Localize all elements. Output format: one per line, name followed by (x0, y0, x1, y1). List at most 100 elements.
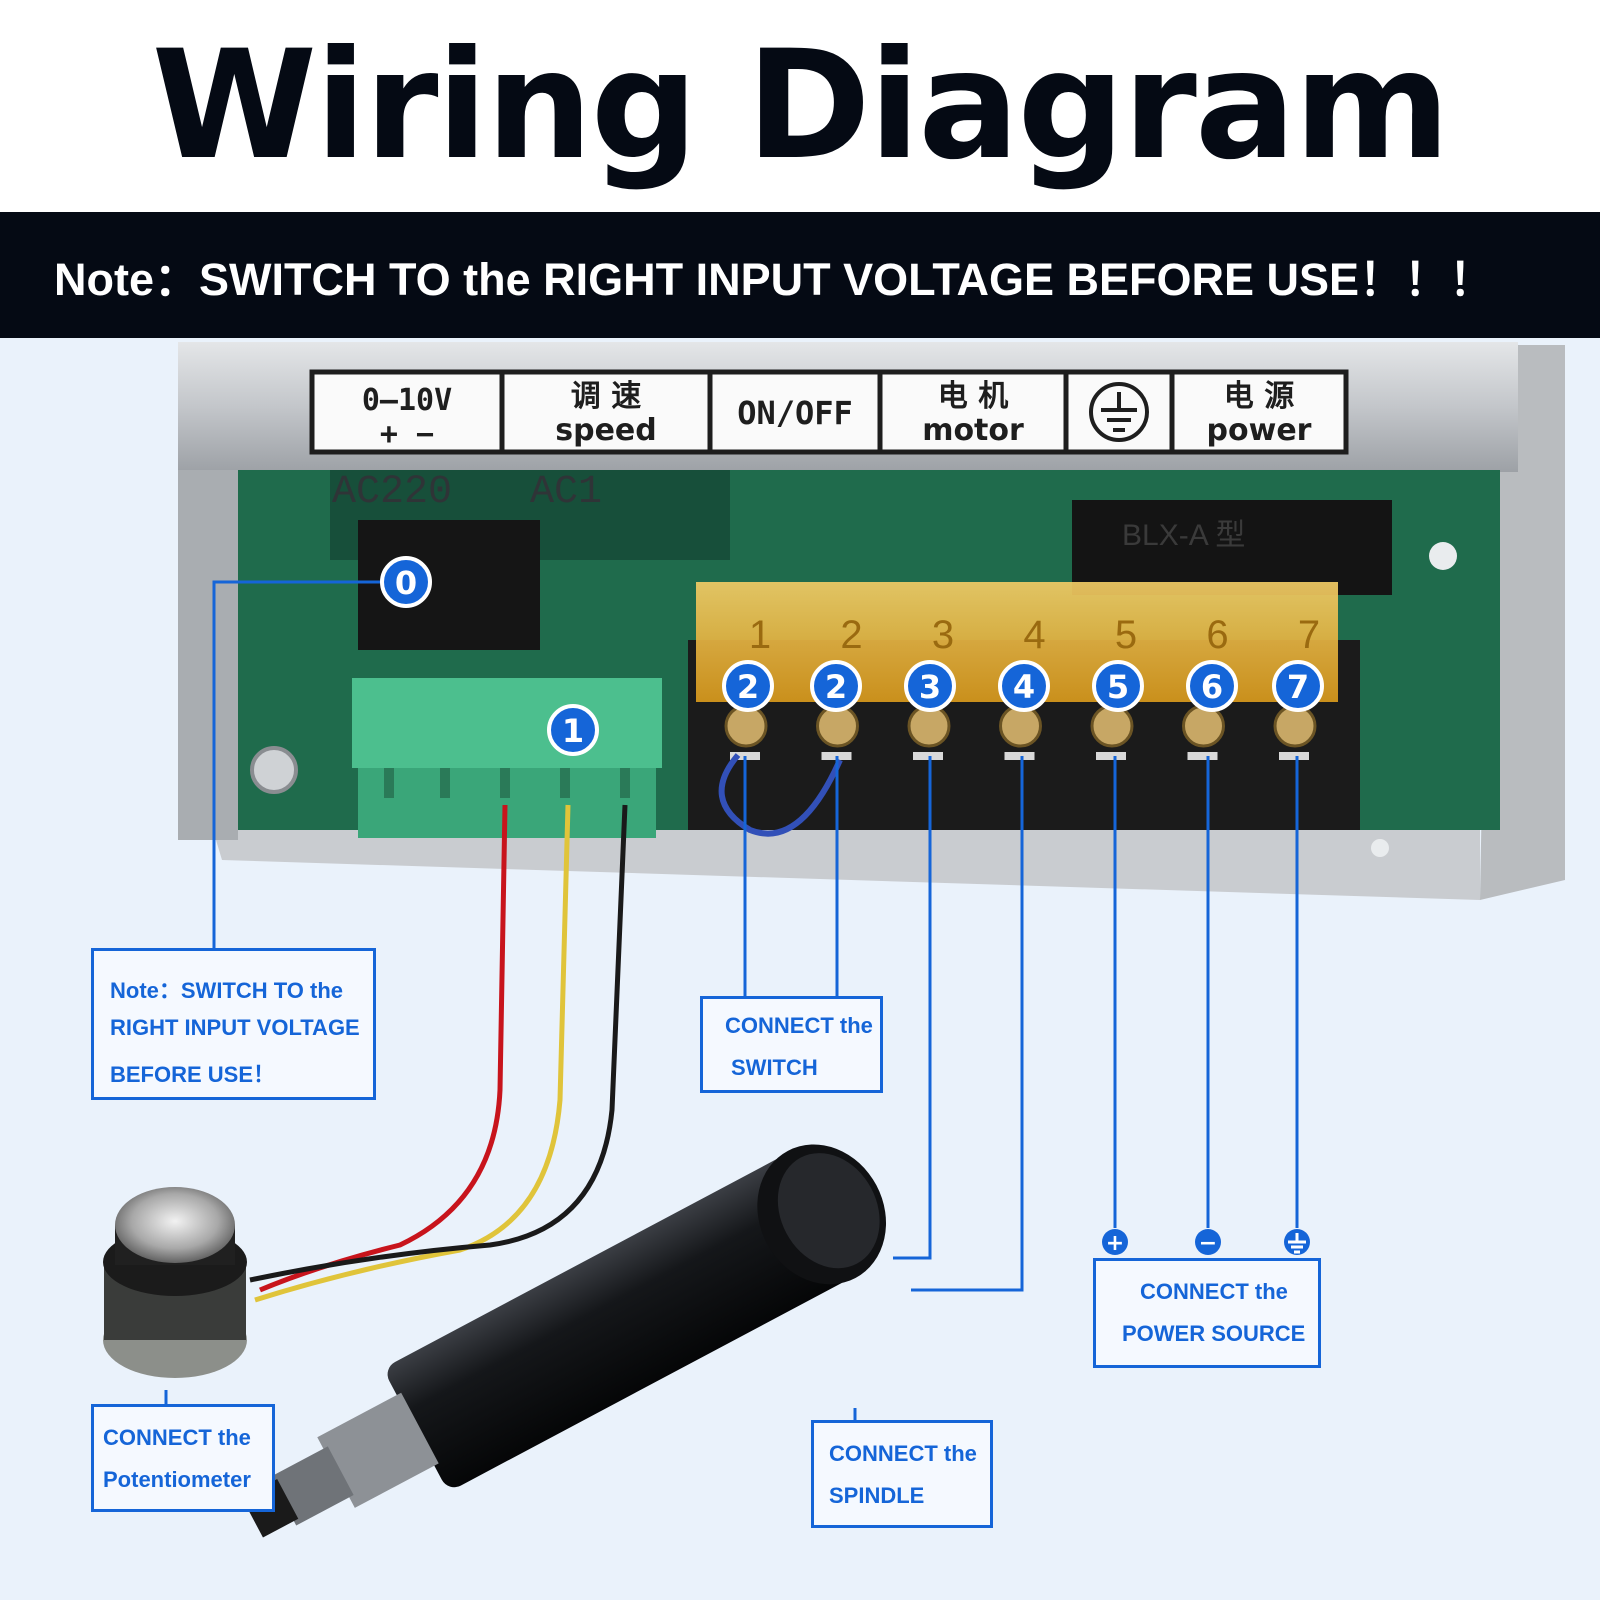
terminal-number-6: 6 (1206, 613, 1228, 657)
svg-text:6: 6 (1201, 668, 1223, 706)
ground-symbol-icon (1089, 382, 1149, 442)
svg-text:1: 1 (562, 712, 584, 750)
housing-right-side (1480, 345, 1565, 900)
knob-cap-icon (115, 1187, 235, 1263)
warning-text: Note：SWITCH TO the RIGHT INPUT VOLTAGE B… (54, 253, 1495, 305)
marker-6: 6 (1186, 660, 1238, 712)
speed-label: speed (555, 413, 657, 448)
fuse-holder (1072, 500, 1392, 595)
title-banner: Wiring Diagram (0, 0, 1600, 212)
onoff-label: ON/OFF (737, 394, 853, 432)
marker-3: 3 (904, 660, 956, 712)
svg-text:2: 2 (825, 668, 847, 706)
wiring-illustration: AC220 AC1 BLX-A 型 0–10V + − 调 速 speed ON… (103, 342, 1565, 1538)
terminal-clamp-4 (1004, 752, 1035, 760)
leader-lines (164, 580, 1299, 1420)
marker-1: 1 (547, 704, 599, 756)
terminal-screw-1 (724, 704, 768, 748)
leader-line-0 (212, 580, 381, 948)
terminal-number-5: 5 (1115, 613, 1137, 657)
positive-terminal-icon: + (1102, 1229, 1128, 1256)
terminal-screw-7 (1273, 704, 1317, 748)
terminal-screw-3 (907, 704, 951, 748)
power-callout-line-1: CONNECT the (1140, 1279, 1288, 1304)
marker-2-b: 2 (810, 660, 862, 712)
note-callout-line-2: RIGHT INPUT VOLTAGE (110, 1015, 360, 1040)
power-polarity-symbols: + − (1102, 1229, 1310, 1256)
note-callout-line-3: BEFORE USE！ (110, 1062, 276, 1087)
power-label-cn: 电 源 (1224, 379, 1294, 414)
marker-5: 5 (1092, 660, 1144, 712)
housing-left-wall (178, 470, 238, 840)
motor-label: motor (922, 413, 1024, 448)
terminal-screw-4 (999, 704, 1042, 748)
wire-black (249, 804, 628, 1283)
terminal-clamp-3 (913, 752, 943, 760)
svg-text:5: 5 (1107, 668, 1129, 706)
ground-screw-icon (250, 746, 298, 794)
terminal-number-7: 7 (1298, 613, 1320, 657)
signal-polarity-label: + − (380, 417, 434, 452)
ground-terminal-icon (1284, 1229, 1310, 1255)
potentiometer-wires (249, 804, 628, 1303)
pot-callout-line-1: CONNECT the (103, 1425, 251, 1450)
terminal-clamp-5 (1096, 752, 1126, 760)
terminal-clamp-7 (1279, 752, 1309, 760)
spindle-callout: CONNECT the SPINDLE (811, 1420, 993, 1528)
marker-2-a: 2 (722, 660, 774, 712)
power-callout-line-2: POWER SOURCE (1122, 1321, 1306, 1346)
speed-label-cn: 调 速 (571, 379, 641, 414)
terminal-number-4: 4 (1023, 613, 1045, 657)
switch-callout: CONNECT the SWITCH (700, 996, 883, 1093)
signal-label: 0–10V (362, 383, 452, 418)
connector-body (352, 678, 662, 768)
connector-pin-slot (384, 768, 394, 798)
function-label-strip: 0–10V + − 调 速 speed ON/OFF 电 机 motor 电 源… (309, 369, 1349, 455)
wire-red (259, 804, 508, 1293)
numbered-markers: 0 1 2 2 3 4 5 6 (380, 556, 1324, 756)
page-title: Wiring Diagram (151, 19, 1451, 193)
switch-callout-line-1: CONNECT the (725, 1013, 873, 1038)
svg-text:7: 7 (1287, 668, 1309, 706)
mount-hole (1371, 839, 1389, 857)
terminal-screw-5 (1090, 704, 1134, 748)
spindle-body (387, 1157, 850, 1488)
svg-text:−: − (1199, 1231, 1217, 1256)
terminal-number-3: 3 (932, 613, 954, 657)
housing-bottom (210, 820, 1480, 900)
pot-callout-line-2: Potentiometer (103, 1467, 251, 1492)
terminal-screw-2 (816, 704, 859, 748)
spindle-callout-line-2: SPINDLE (829, 1483, 925, 1508)
power-label: power (1207, 413, 1312, 448)
motor-label-cn: 电 机 (938, 379, 1008, 414)
potentiometer (103, 1187, 247, 1378)
terminal-number-1: 1 (749, 613, 771, 657)
mount-hole (1429, 542, 1457, 570)
marker-7: 7 (1272, 660, 1324, 712)
note-callout: Note：SWITCH TO the RIGHT INPUT VOLTAGE B… (91, 948, 376, 1100)
connector-pin-slot (500, 768, 510, 798)
marker-0: 0 (380, 556, 432, 608)
jumper-wire (718, 753, 843, 837)
leader-line-3 (893, 756, 932, 1260)
connector-pin-slot (560, 768, 570, 798)
svg-text:+: + (1106, 1231, 1124, 1256)
power-source-callout: CONNECT the POWER SOURCE (1093, 1258, 1321, 1368)
negative-terminal-icon: − (1195, 1229, 1221, 1256)
terminal-number-2: 2 (840, 613, 862, 657)
switch-callout-line-2: SWITCH (731, 1055, 818, 1080)
svg-text:4: 4 (1013, 668, 1035, 706)
terminal-number-labels: 1 2 3 4 5 6 7 (749, 613, 1320, 657)
svg-text:0: 0 (395, 564, 417, 602)
spindle-rear-face (777, 1153, 880, 1269)
voltage-label-ac1: AC1 (530, 470, 602, 515)
voltage-label-ac220: AC220 (332, 470, 452, 515)
connector-pin-slot (620, 768, 630, 798)
spindle-nose (317, 1392, 439, 1508)
warning-banner: Note：SWITCH TO the RIGHT INPUT VOLTAGE B… (0, 212, 1600, 338)
svg-text:3: 3 (919, 668, 941, 706)
fuse-label: BLX-A 型 (1122, 519, 1245, 552)
marker-4: 4 (998, 660, 1050, 712)
terminal-screw-6 (1182, 704, 1225, 748)
note-callout-line-1: Note：SWITCH TO the (110, 978, 344, 1003)
